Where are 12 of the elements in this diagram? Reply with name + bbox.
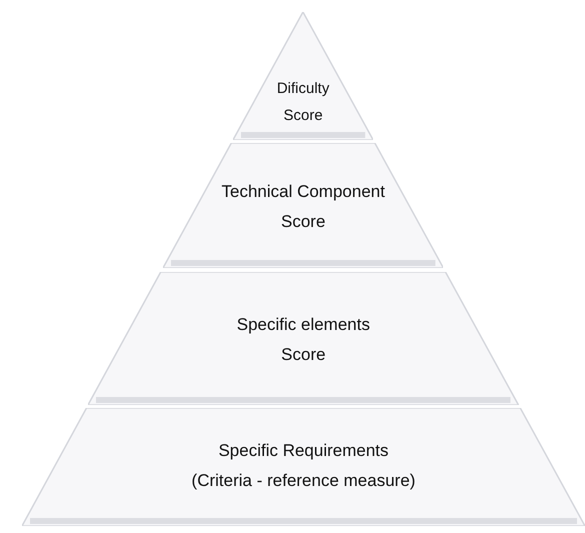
level-label: Score	[284, 107, 323, 124]
level-label: Specific Requirements	[218, 440, 389, 460]
level-label: Score	[281, 344, 326, 364]
level-label: Specific elements	[236, 314, 370, 334]
level-label: Technical Component	[221, 182, 385, 202]
level-label: Score	[281, 212, 326, 232]
pyramid-level	[163, 143, 444, 268]
level-label: Dificulty	[276, 80, 330, 97]
pyramid-level	[88, 272, 519, 405]
pyramid-level	[22, 408, 585, 526]
level-label: (Criteria - reference measure)	[192, 470, 416, 490]
pyramid-level	[233, 12, 374, 140]
